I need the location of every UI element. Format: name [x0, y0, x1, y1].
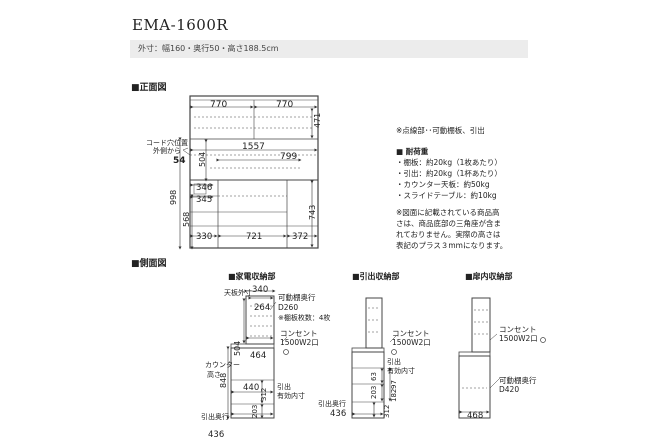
- dim-54: 54: [173, 156, 186, 166]
- hikidashi-title: ■引出収納部: [352, 272, 400, 281]
- kaden-848: 848: [219, 373, 228, 388]
- load-item: ・カウンター天板：約50kg: [396, 180, 490, 189]
- kaden-340: 340: [252, 285, 268, 295]
- kaden-440: 440: [243, 383, 259, 393]
- tobira-title: ■扉内収納部: [465, 272, 513, 281]
- dim-998: 998: [169, 190, 178, 205]
- kaden-tenban: 天板外寸: [224, 288, 252, 297]
- dim-721: 721: [246, 232, 262, 242]
- kaden-hiki-2: 有効内寸: [277, 391, 305, 400]
- kaden-outlet-2: 1500W2口: [280, 338, 319, 347]
- tobira-outlet-2: 1500W2口: [499, 334, 538, 343]
- cord-note-1: コード穴位置: [146, 138, 188, 147]
- dim-346: 346: [196, 183, 212, 193]
- dim-330: 330: [196, 232, 212, 242]
- kaden-counter-2: 高さ: [207, 370, 221, 379]
- kaden-203: 203: [251, 405, 259, 418]
- load-item: ・引出：約20kg（1杯あたり）: [396, 169, 502, 178]
- disclaimer-line: さは、商品底部の三角座が含ま: [396, 219, 501, 228]
- dim-568: 568: [182, 212, 191, 227]
- cabinet-outline: [189, 95, 319, 249]
- hikidashi-312: 312: [383, 405, 391, 418]
- cord-note-2: 外側から: [153, 146, 181, 155]
- dim-471: 471: [313, 113, 322, 128]
- kaden-kado-3: ※棚板枚数：4枚: [278, 313, 330, 322]
- kaden-okuyuki-1: 引出奥行: [201, 412, 229, 421]
- tobira-468: 468: [467, 411, 483, 421]
- front-view: [189, 95, 319, 249]
- kaden-312: 312: [260, 388, 268, 401]
- dimensions-text: 外寸：幅160・奥行50・高さ188.5cm: [138, 44, 279, 53]
- dim-1557: 1557: [242, 142, 265, 152]
- side-view-title: ■側面図: [131, 259, 167, 269]
- hikidashi-203: 203: [370, 386, 378, 399]
- dim-372: 372: [292, 232, 308, 242]
- load-title: ■ 耐荷重: [396, 147, 429, 156]
- hikidashi-182: 182: [390, 389, 398, 402]
- kaden-title: ■家電収納部: [228, 272, 276, 281]
- disclaimer-line: れておりません。実際の高さは: [396, 230, 501, 239]
- hikidashi-hiki-2: 有効内寸: [387, 366, 415, 375]
- front-view-title: ■正面図: [131, 83, 167, 93]
- kaden-kado-1: 可動棚奥行: [278, 292, 316, 302]
- tobira-kado-1: 可動棚奥行: [499, 375, 537, 385]
- kaden-464: 464: [250, 351, 266, 361]
- hikidashi-okuyuki-2: 436: [330, 409, 346, 419]
- dim-770-right: 770: [276, 100, 293, 110]
- dimensions-bar: [130, 40, 528, 58]
- tobira-kado-2: D420: [499, 385, 519, 394]
- dim-770-left: 770: [210, 100, 227, 110]
- dim-743: 743: [308, 205, 317, 220]
- model-number: EMA-1600R: [132, 16, 229, 34]
- tobira-outlet-1: コンセント: [499, 325, 537, 334]
- disclaimer-line: 表記のプラス３mmになります。: [396, 241, 508, 250]
- hikidashi-63: 63: [370, 372, 378, 381]
- hikidashi-outlet-2: 1500W2口: [392, 338, 431, 347]
- tobira-side: [458, 297, 546, 419]
- dim-504: 504: [198, 152, 207, 167]
- kaden-okuyuki-2: 436: [208, 430, 224, 440]
- kaden-kado-2: D260: [278, 303, 298, 312]
- hikidashi-97: 97: [390, 380, 398, 389]
- hikidashi-hiki-1: 引出: [387, 357, 401, 366]
- kaden-side: [230, 295, 289, 419]
- kaden-counter-1: カウンター: [205, 360, 240, 369]
- kaden-outlet-1: コンセント: [280, 329, 318, 338]
- kaden-264: 264: [254, 303, 270, 313]
- hikidashi-outlet-1: コンセント: [392, 329, 430, 338]
- hikidashi-okuyuki-1: 引出奥行: [318, 399, 346, 408]
- kaden-504: 504: [233, 341, 242, 356]
- hikidashi-side: [351, 297, 397, 419]
- dim-799: 799: [280, 152, 297, 162]
- load-item: ・スライドテーブル：約10kg: [396, 191, 497, 200]
- dotted-note: ※点線部･･可動棚板、引出: [396, 126, 485, 135]
- load-item: ・棚板：約20kg（1枚あたり）: [396, 158, 502, 167]
- dim-345: 345: [196, 195, 212, 205]
- kaden-hiki-1: 引出: [277, 382, 291, 391]
- disclaimer-line: ※図面に記載されている商品高: [396, 208, 500, 217]
